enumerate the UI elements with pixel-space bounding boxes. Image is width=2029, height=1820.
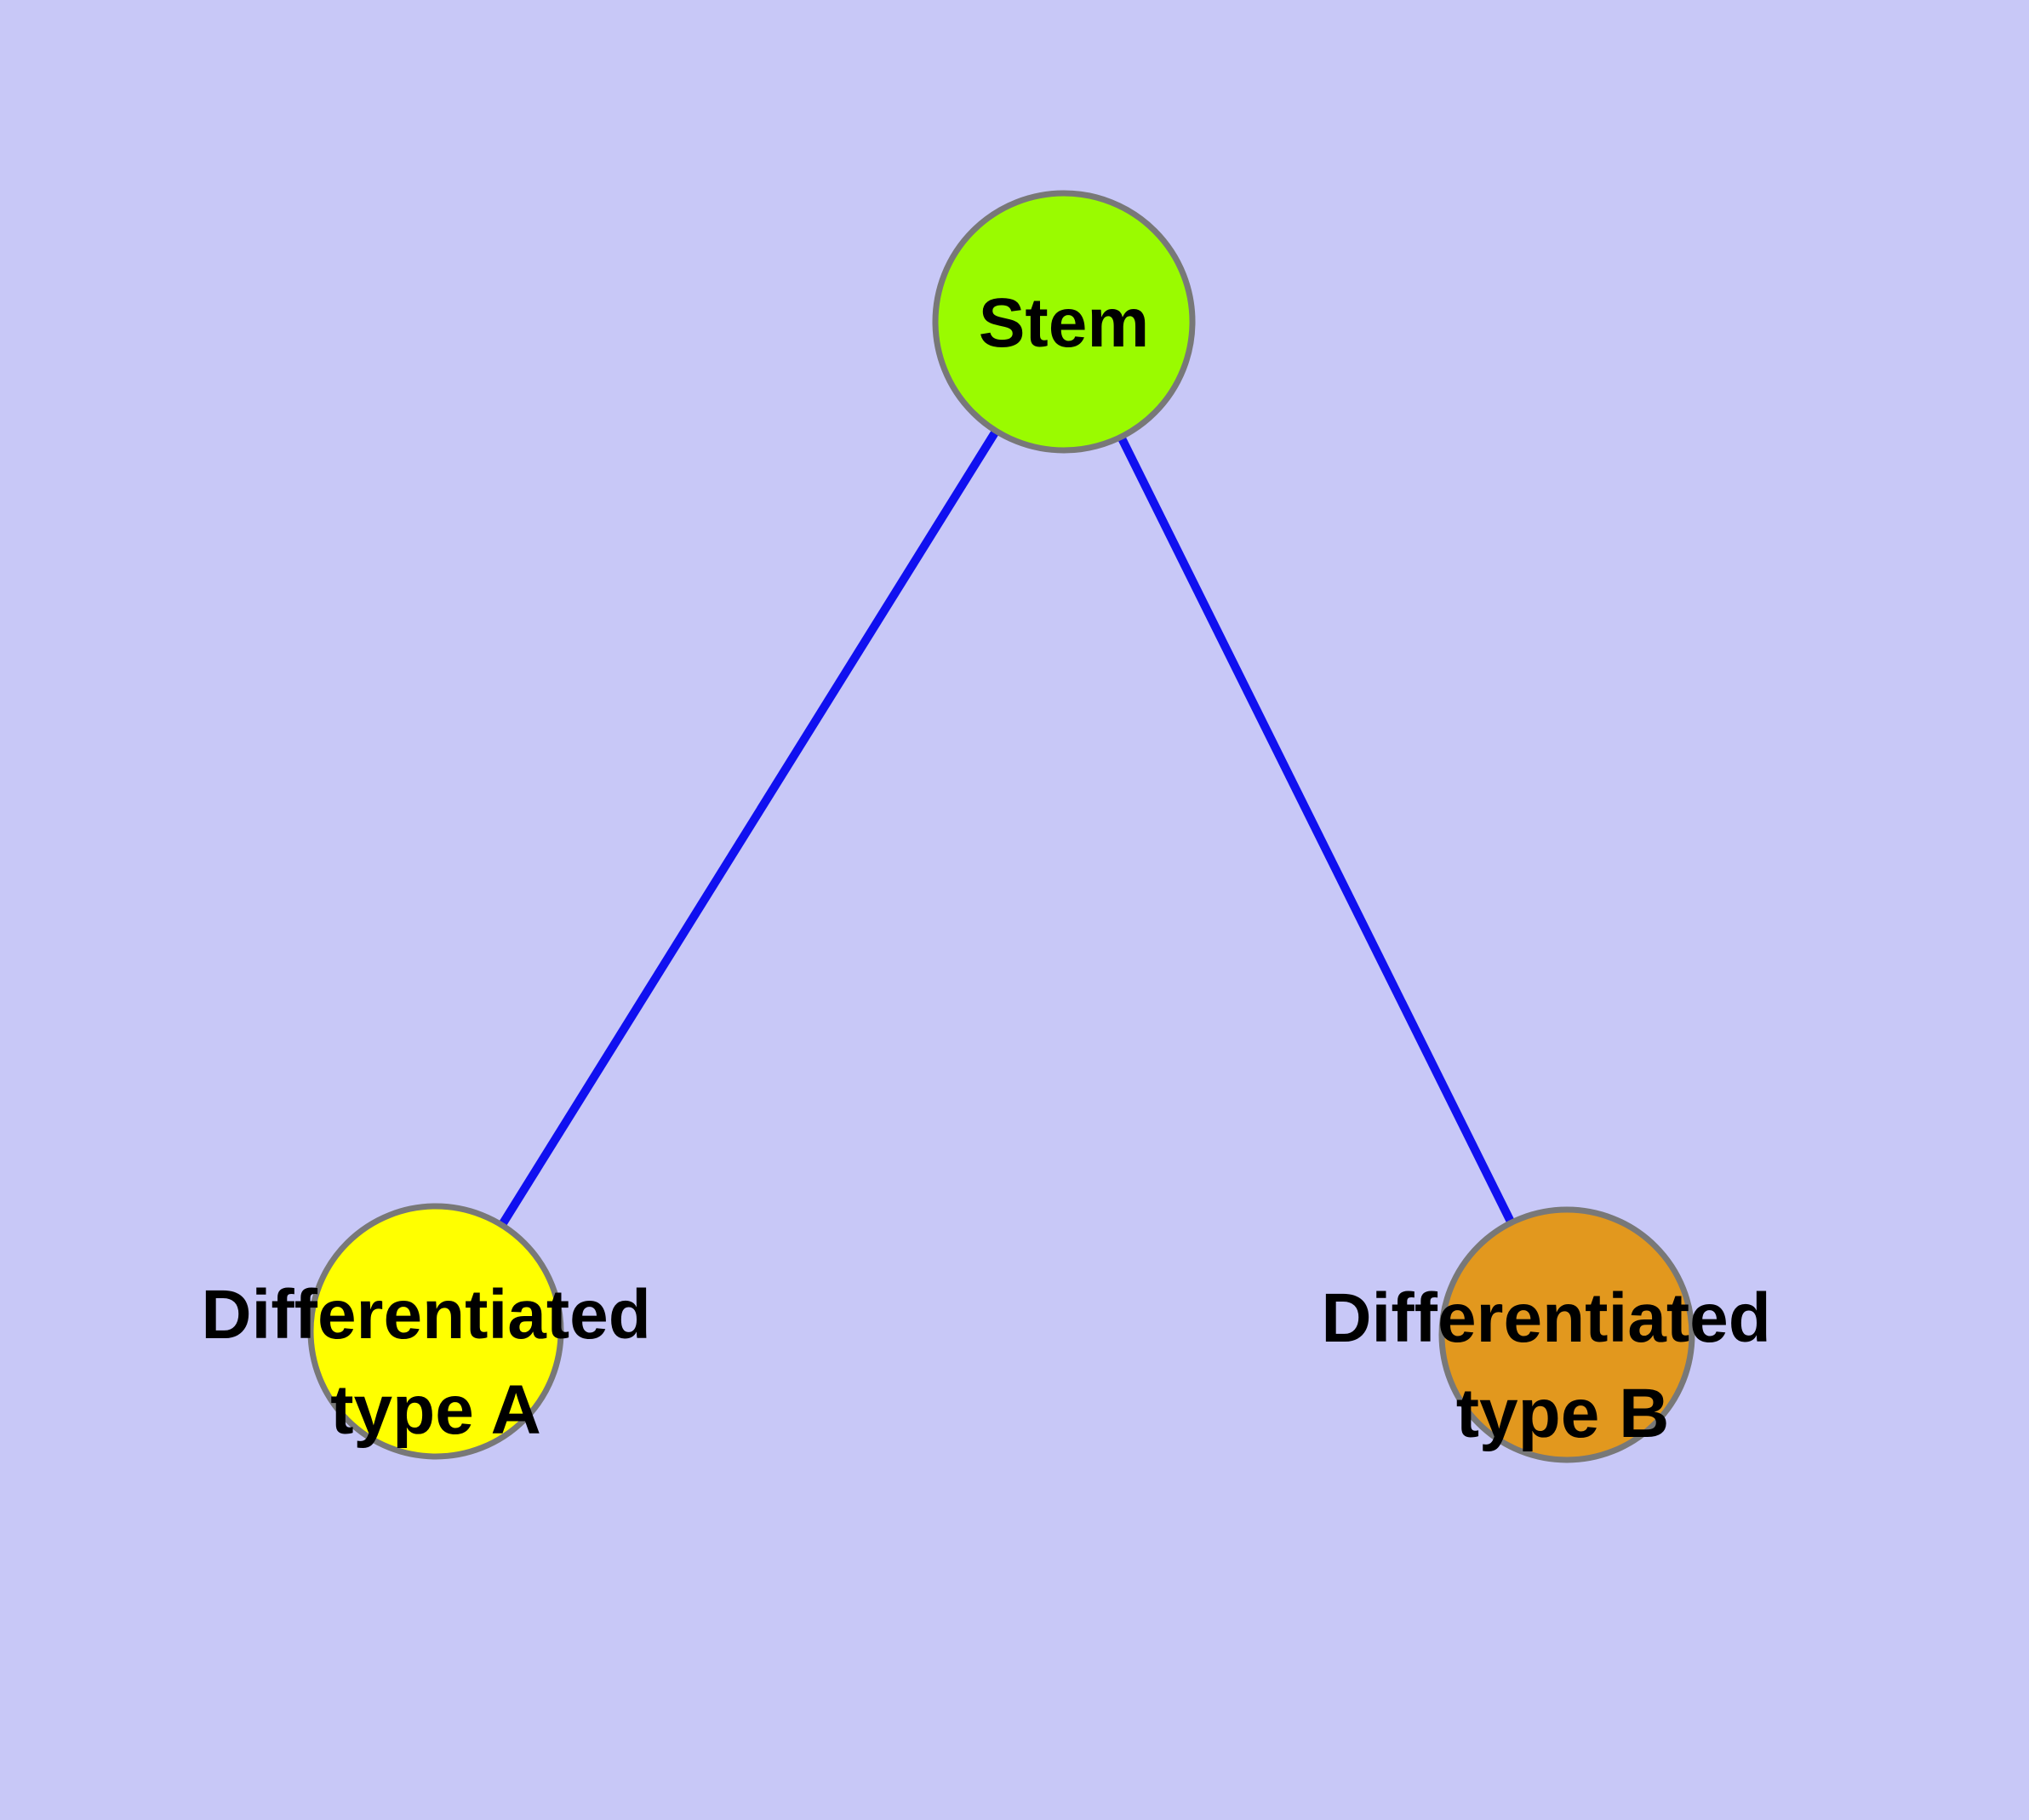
node-differentiated-type-b[interactable]: Differentiated type B	[1321, 1206, 1790, 1463]
node-typeA-label-line2: type A	[330, 1371, 541, 1449]
node-stem[interactable]: Stem	[932, 190, 1196, 454]
node-stem-circle[interactable]	[932, 190, 1196, 454]
node-typeA-label-line1: Differentiated	[201, 1276, 651, 1354]
node-typeA-label: Differentiated type A	[201, 1276, 670, 1449]
node-stem-label: Stem	[979, 284, 1150, 362]
node-typeB-label-line2: type B	[1456, 1375, 1670, 1452]
node-differentiated-type-a[interactable]: Differentiated type A	[201, 1203, 670, 1460]
node-typeB-label-line1: Differentiated	[1321, 1279, 1771, 1357]
node-typeB-label: Differentiated type B	[1321, 1279, 1790, 1452]
node-typeA-circle[interactable]	[307, 1203, 564, 1460]
node-typeB-circle[interactable]	[1438, 1206, 1695, 1463]
edge-stem-to-typeA	[432, 319, 1068, 1334]
edge-group	[432, 319, 1571, 1337]
edge-stem-to-typeB	[1060, 319, 1571, 1337]
